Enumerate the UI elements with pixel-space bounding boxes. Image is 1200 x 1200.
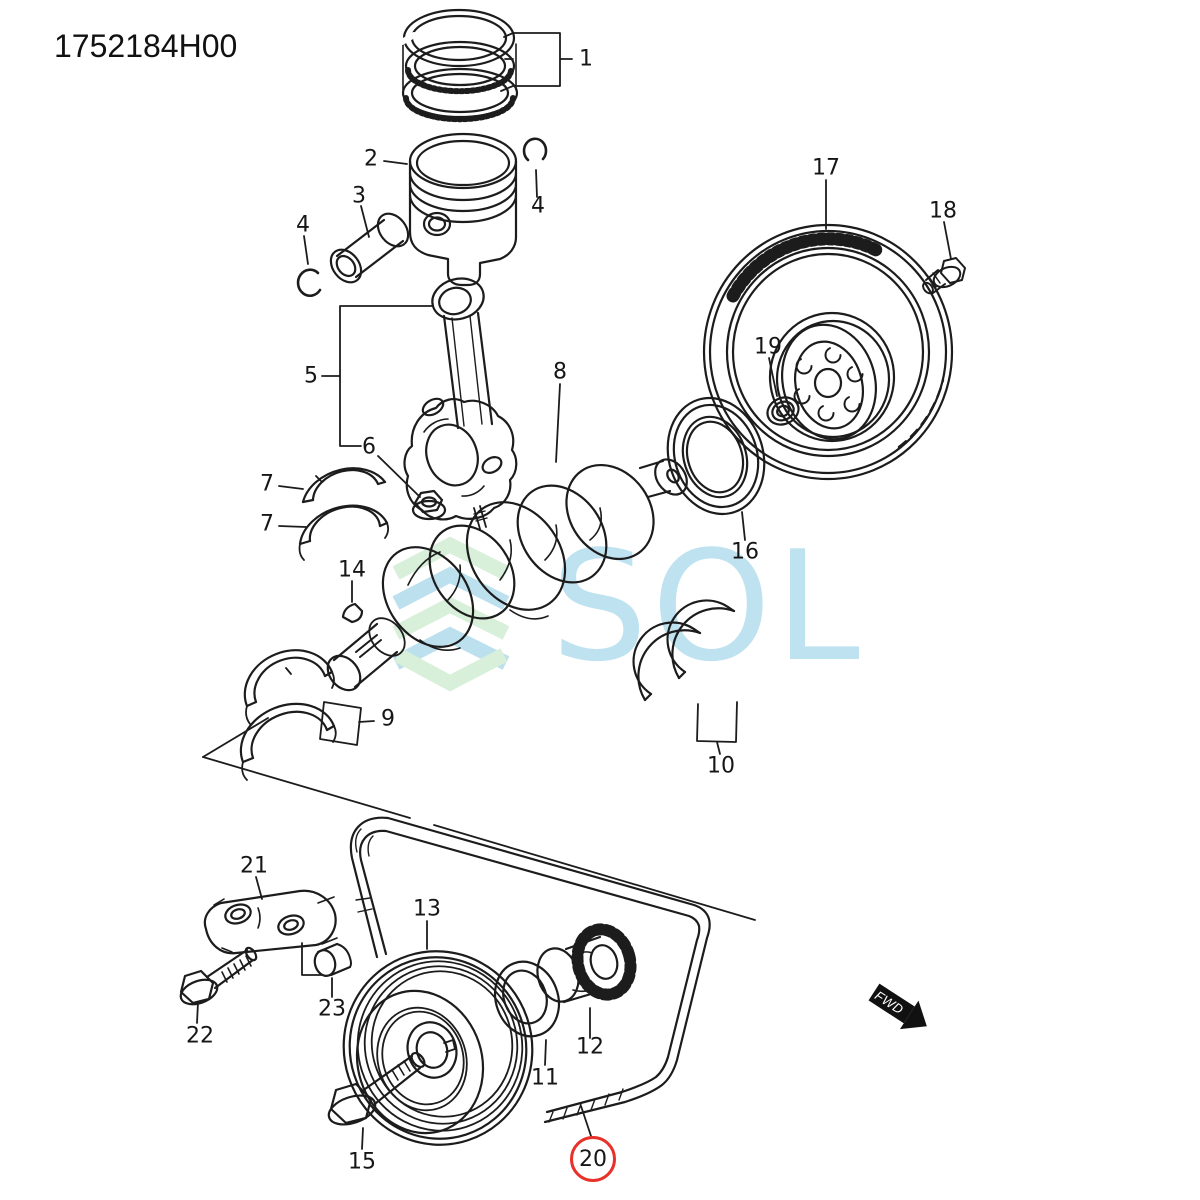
watermark-text: SOL — [551, 518, 864, 695]
hub-seal-ring — [494, 960, 560, 1038]
rod-nut — [411, 489, 447, 521]
fwd-arrow-icon: FWD — [868, 983, 927, 1030]
oil-seal — [666, 396, 766, 516]
flywheel — [702, 223, 954, 481]
exploded-view-separator-lines — [202, 717, 756, 921]
piston-ring-set — [399, 8, 519, 123]
sol-watermark: SOL — [392, 518, 864, 695]
timing-sprocket — [536, 923, 637, 1004]
flywheel-bolt — [922, 257, 966, 295]
bracket-bolt — [179, 946, 258, 1006]
spacer-bush — [313, 942, 352, 977]
crank-pulley — [342, 950, 534, 1146]
leader-lines — [196, 32, 952, 1150]
rod-bearing-shells — [298, 467, 390, 561]
flywheel-pin — [766, 396, 800, 426]
part-number: 1752184H00 — [54, 28, 238, 64]
circlip-right — [522, 137, 548, 162]
tensioner-bracket — [203, 889, 338, 955]
piston-pin — [329, 212, 410, 284]
circlip-left — [296, 268, 322, 298]
thrust-washers — [632, 599, 736, 702]
sol-logo-chevrons-icon — [392, 536, 510, 692]
piston — [408, 132, 518, 287]
drive-belt — [349, 816, 711, 1124]
connecting-rod — [403, 277, 518, 530]
pulley-bolt — [327, 1051, 426, 1126]
main-bearing-shells — [239, 649, 337, 781]
woodruff-key — [341, 602, 364, 624]
